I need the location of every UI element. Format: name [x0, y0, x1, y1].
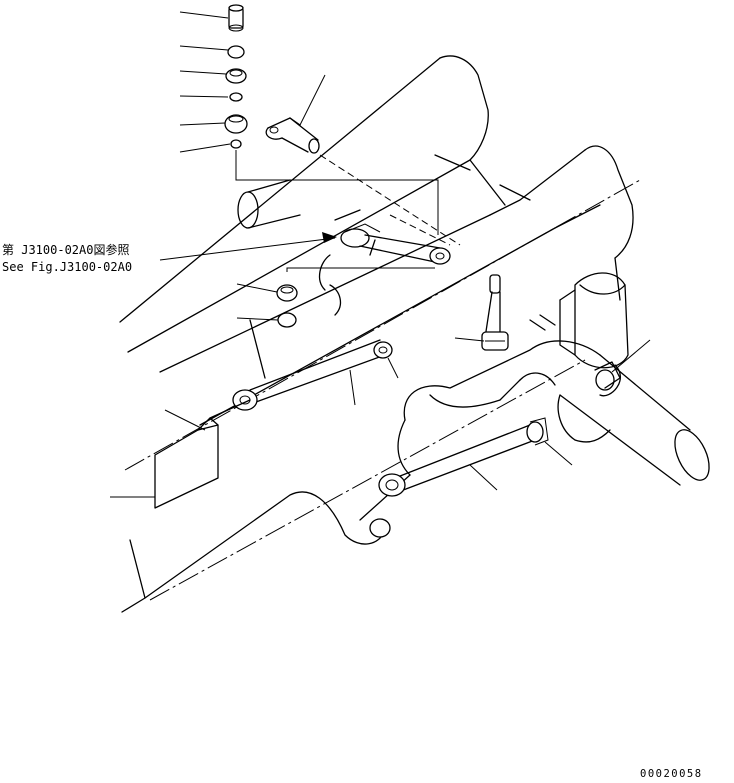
assembly-guides: [235, 150, 461, 272]
shaft-pin: [265, 117, 320, 154]
lower-rod: [369, 417, 549, 538]
cylinder-pin: [594, 361, 621, 391]
reference-label-en: See Fig.J3100-02A0: [2, 260, 132, 274]
reference-label-ja: 第 J3100-02A0図参照: [2, 242, 129, 257]
reference-arrow: [322, 232, 337, 243]
lateral-rod: [232, 284, 393, 411]
vertical-link: [481, 274, 556, 351]
steering-cylinder: [559, 272, 629, 369]
frame-beams: [119, 55, 641, 613]
cross-tube: [237, 179, 301, 229]
leader-lines: [110, 11, 651, 498]
pin-stack: [224, 4, 248, 149]
upper-link: [318, 223, 451, 291]
bushings: [276, 284, 298, 328]
bracket-plate: [154, 399, 251, 509]
drawing-code: 00020058: [640, 768, 703, 780]
